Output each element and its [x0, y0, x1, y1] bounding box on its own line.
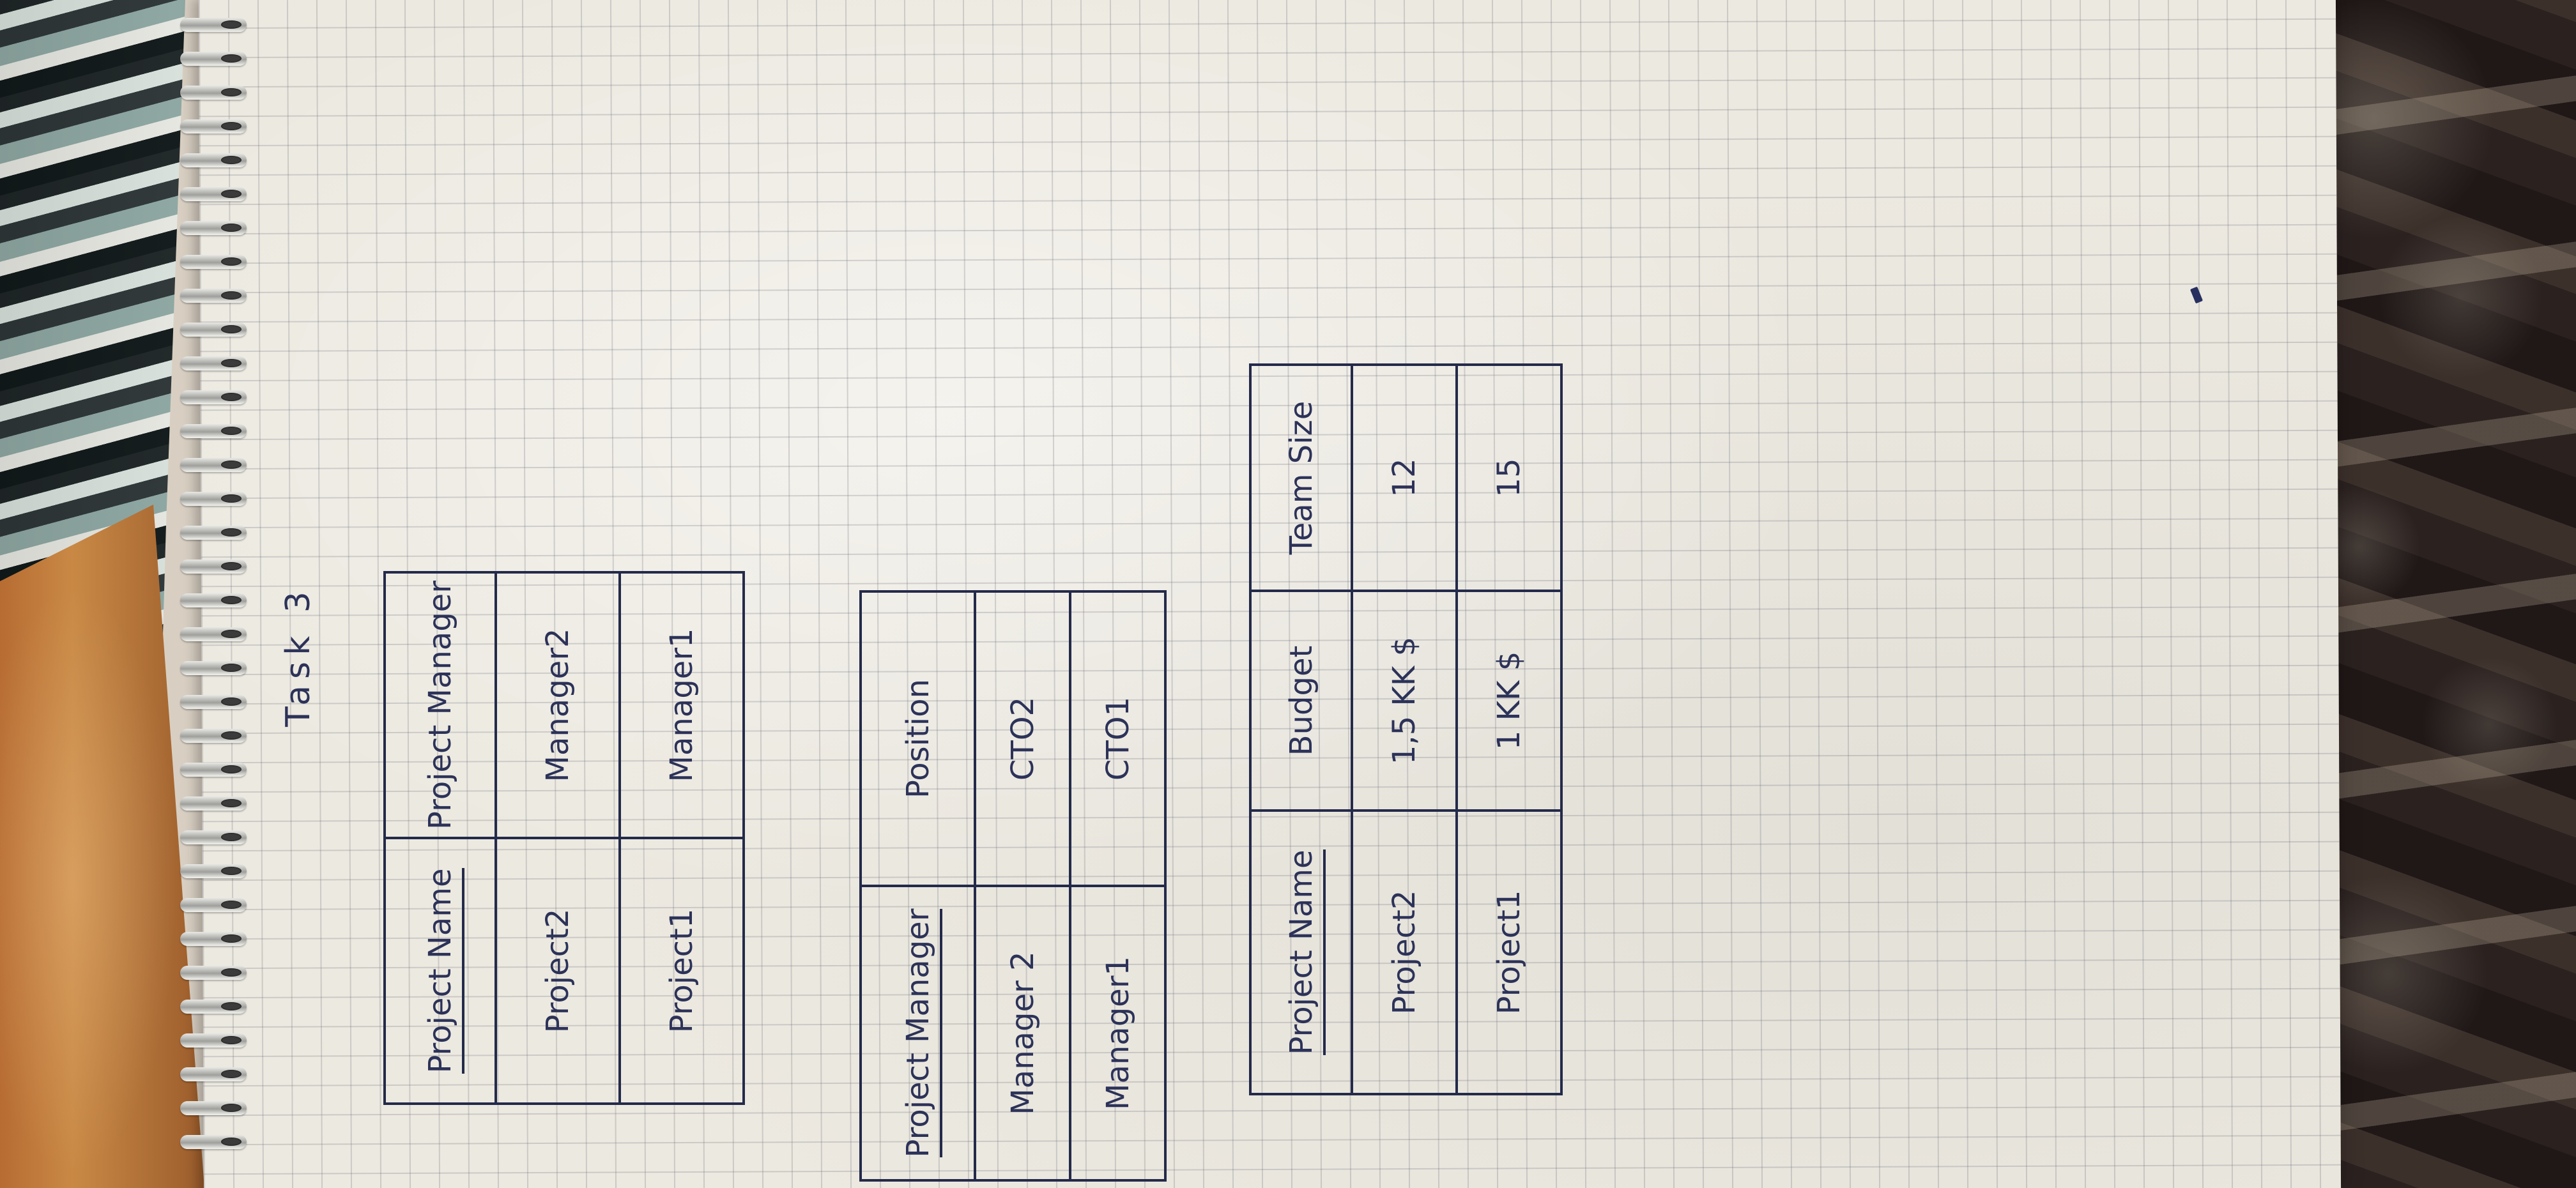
table-cell: Manager1 [1070, 886, 1165, 1180]
spiral-coil [180, 289, 247, 303]
table-cell: CTO1 [1070, 591, 1165, 886]
spiral-coil [180, 695, 247, 709]
spiral-coil [180, 18, 247, 32]
table-row: Project2 Manager2 [496, 572, 620, 1104]
project-manager-table: Project Name Project Manager Project2 Ma… [383, 571, 745, 1105]
table-row: Manager1 CTO1 [1070, 591, 1165, 1180]
spiral-coil [180, 356, 247, 370]
spiral-coil [180, 187, 247, 201]
spiral-coil [180, 932, 247, 946]
spiral-coil [180, 830, 247, 844]
table-cell: Project Manager [861, 886, 975, 1180]
table-header-row: Project Manager Position [861, 591, 975, 1180]
table-header-row: Project Name Project Manager [385, 572, 496, 1104]
spiral-coil [180, 323, 247, 337]
table-row: Manager 2 CTO2 [975, 591, 1070, 1180]
task-title: Task 3 [279, 585, 318, 727]
table-cell: Project Name [385, 838, 496, 1104]
table-cell: Position [861, 591, 975, 886]
project-manager-header: Project Manager [900, 908, 942, 1158]
spiral-coil [180, 864, 247, 878]
spiral-coil [180, 560, 247, 574]
spiral-coil [180, 1000, 247, 1014]
spiral-coil [180, 627, 247, 641]
table-cell: Manager2 [496, 572, 620, 838]
table-cell: 1 KK $ [1457, 591, 1561, 811]
spiral-coil [180, 796, 247, 811]
spiral-coil [180, 729, 247, 743]
spiral-coil [180, 898, 247, 912]
table-cell: Budget [1250, 591, 1352, 811]
manager-position-table: Project Manager Position Manager 2 CTO2 … [859, 590, 1167, 1182]
spiral-coil [180, 1033, 247, 1047]
spiral-coil [180, 153, 247, 167]
table-cell: Manager 2 [975, 886, 1070, 1180]
table-cell: Manager1 [620, 572, 744, 838]
spiral-coil [180, 1135, 247, 1149]
table-cell: CTO2 [975, 591, 1070, 886]
table-cell: Project1 [1457, 811, 1561, 1094]
spiral-coil [180, 52, 247, 66]
table-cell: Project2 [496, 838, 620, 1104]
spiral-coil [180, 424, 247, 438]
spiral-coil [180, 390, 247, 404]
spiral-coil [180, 661, 247, 675]
spiral-coil [180, 593, 247, 607]
table-cell: 12 [1352, 365, 1457, 591]
spiral-binding [180, 0, 250, 1188]
table-cell: Project2 [1352, 811, 1457, 1094]
spiral-coil [180, 1101, 247, 1115]
spiral-coil [180, 119, 247, 133]
spiral-coil [180, 526, 247, 540]
spiral-coil [180, 221, 247, 235]
spiral-coil [180, 1067, 247, 1081]
spiral-coil [180, 492, 247, 506]
table-header-row: Project Name Budget Team Size [1250, 365, 1352, 1094]
spiral-coil [180, 86, 247, 100]
table-cell: 15 [1457, 365, 1561, 591]
table-cell: Project1 [620, 838, 744, 1104]
spiral-coil [180, 966, 247, 980]
table-cell: Project Name [1250, 811, 1352, 1094]
table-row: Project1 Manager1 [620, 572, 744, 1104]
table-cell: 1,5 KK $ [1352, 591, 1457, 811]
project-budget-table: Project Name Budget Team Size Project2 1… [1249, 363, 1563, 1095]
table-cell: Project Manager [385, 572, 496, 838]
wooden-surface [0, 505, 204, 1188]
table-row: Project2 1,5 KK $ 12 [1352, 365, 1457, 1094]
project-name-header: Project Name [1283, 849, 1326, 1055]
spiral-coil [180, 763, 247, 777]
table-cell: Team Size [1250, 365, 1352, 591]
table-row: Project1 1 KK $ 15 [1457, 365, 1561, 1094]
spiral-coil [180, 255, 247, 269]
spiral-coil [180, 458, 247, 472]
project-name-header: Project Name [422, 868, 464, 1074]
